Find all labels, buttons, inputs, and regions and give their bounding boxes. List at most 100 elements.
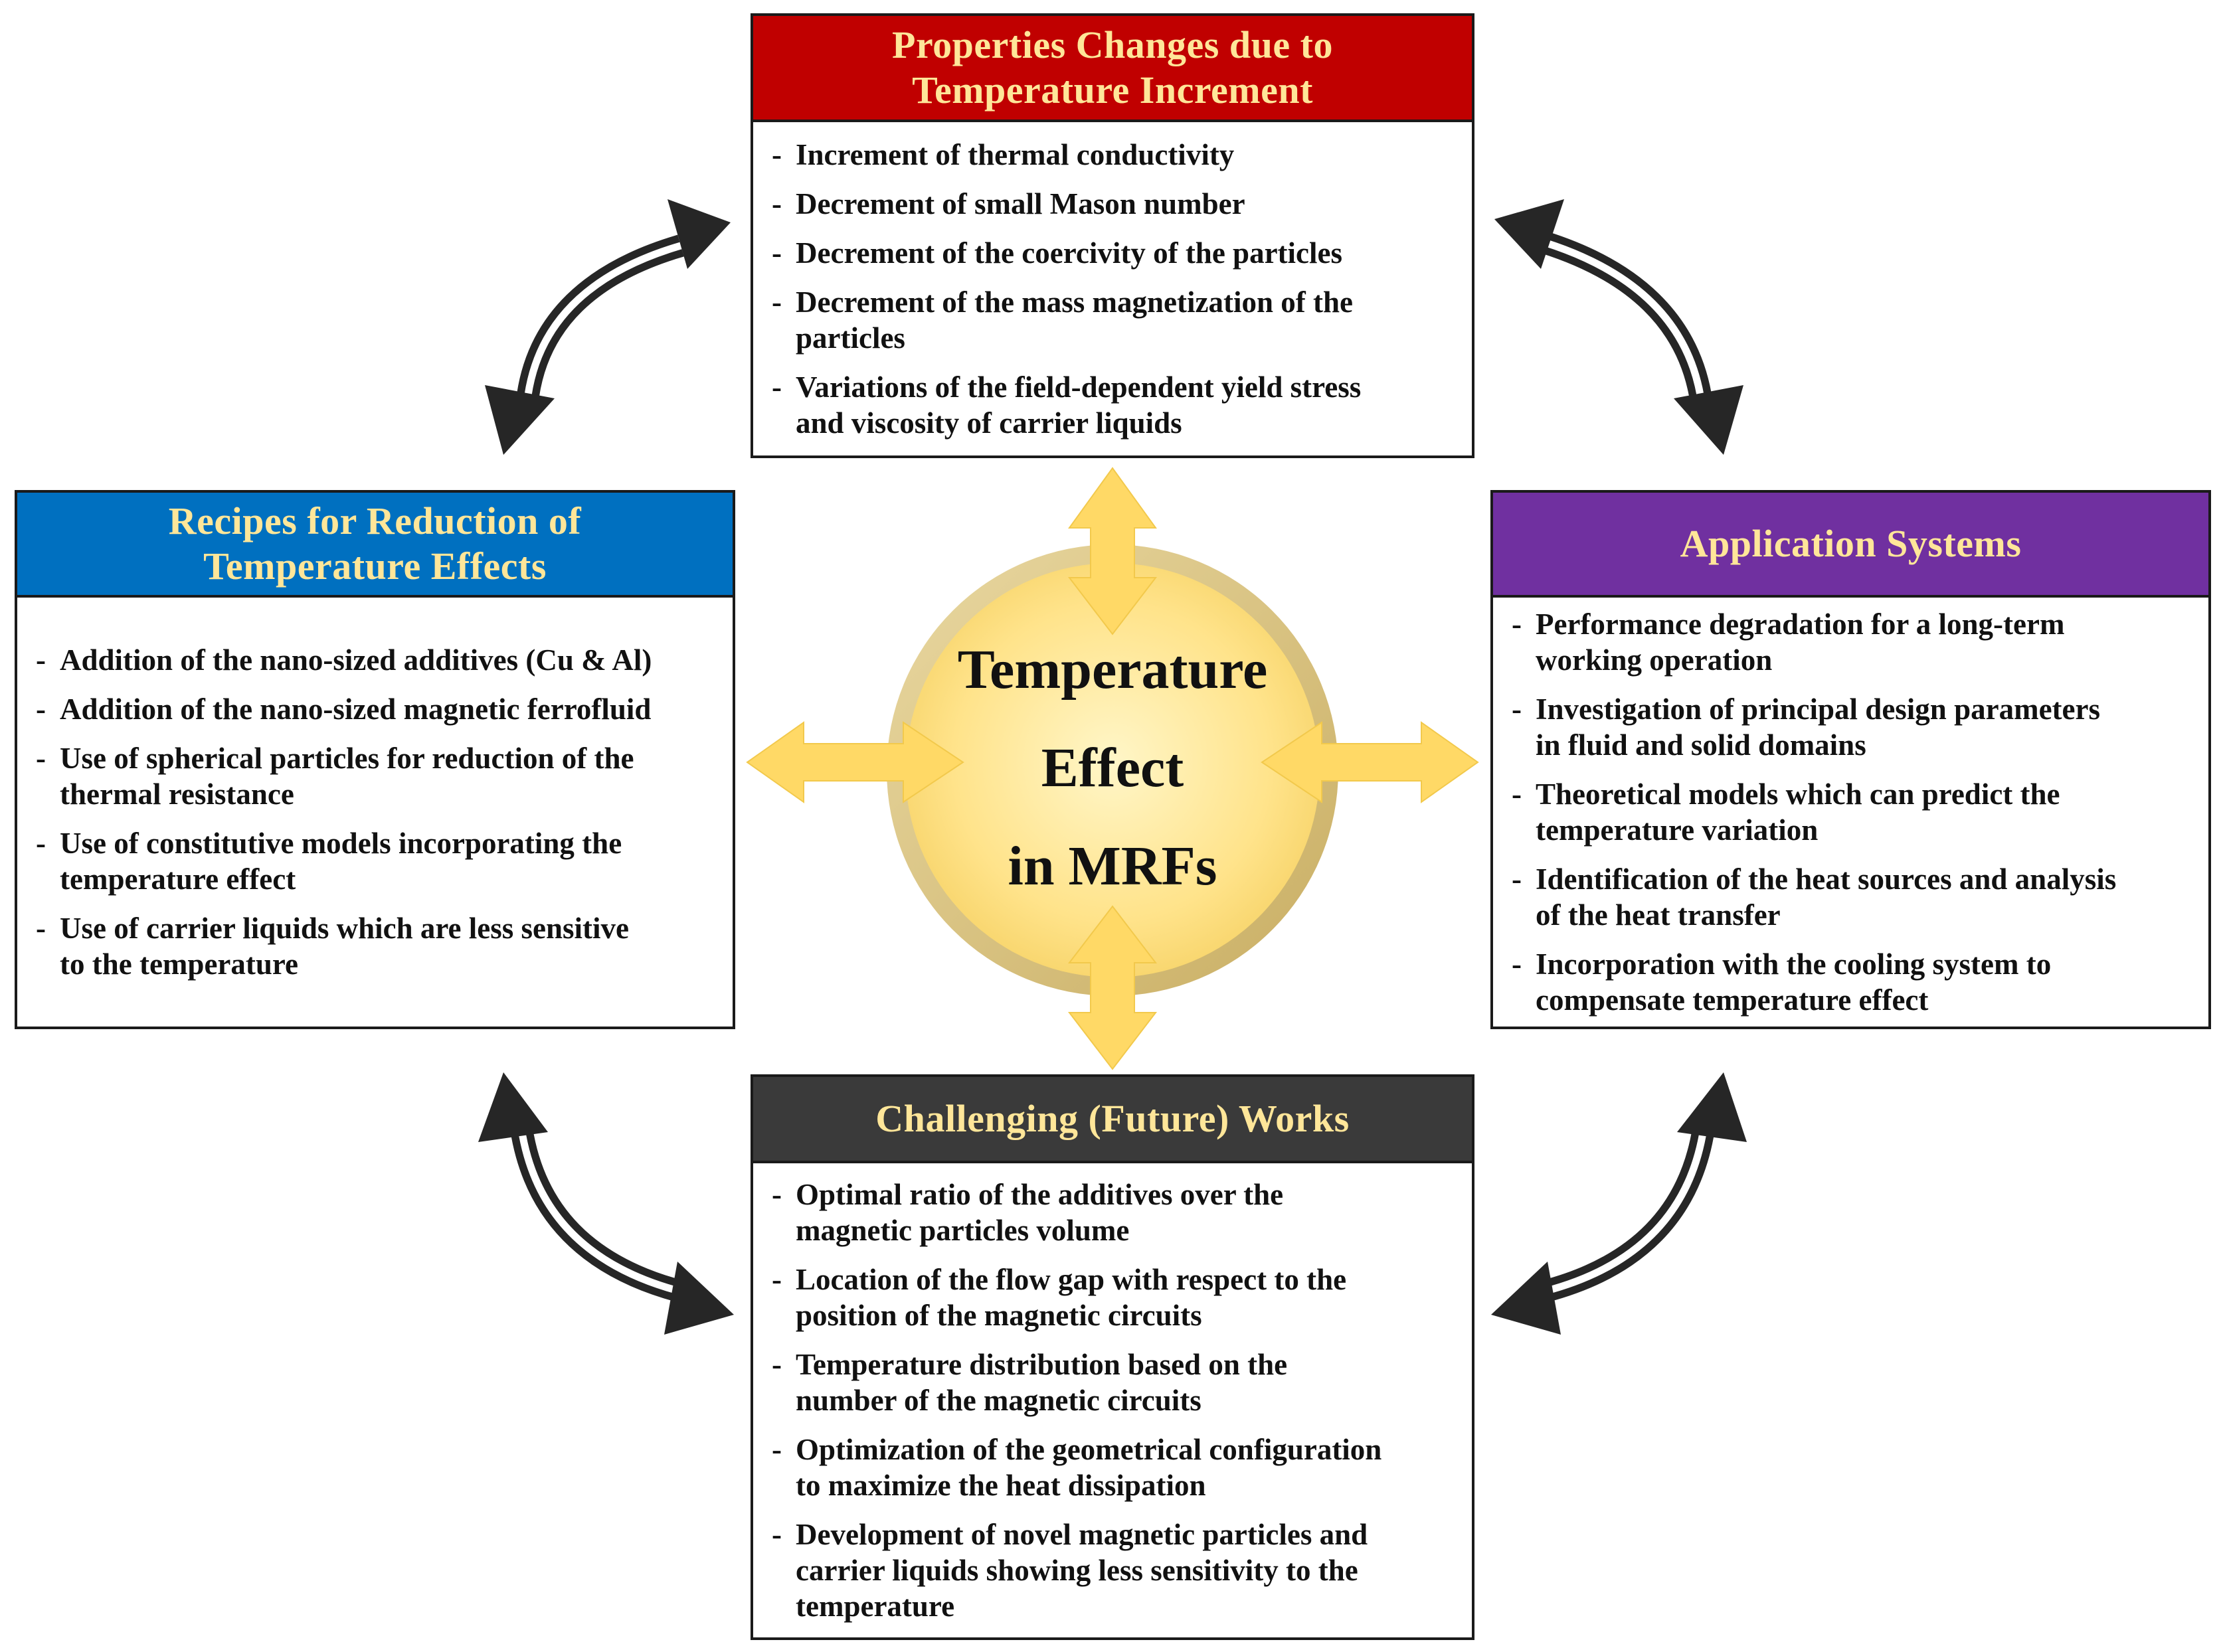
list-item: -Decrement of the coercivity of the part… xyxy=(753,235,1472,271)
bullet-dash-icon: - xyxy=(772,1518,782,1551)
yellow-arrow-horizontal-left-icon xyxy=(746,721,964,803)
panel-title-line: Temperature Effects xyxy=(203,544,547,588)
list-item-line: Use of constitutive models incorporating… xyxy=(60,827,622,860)
recipes-list: -Addition of the nano-sized additives (C… xyxy=(17,598,733,1027)
yellow-arrow-horizontal-right-icon xyxy=(1261,721,1479,803)
list-item-line: Location of the flow gap with respect to… xyxy=(796,1263,1347,1296)
list-item: -Theoretical models which can predict th… xyxy=(1493,776,2208,848)
list-item: -Use of carrier liquids which are less s… xyxy=(17,910,733,982)
list-item: -Investigation of principal design param… xyxy=(1493,691,2208,763)
list-item: -Addition of the nano-sized magnetic fer… xyxy=(17,691,733,727)
panel-title-line: Application Systems xyxy=(1680,522,2022,565)
list-item: -Increment of thermal conductivity xyxy=(753,137,1472,173)
recipes-panel-header: Recipes for Reduction of Temperature Eff… xyxy=(17,493,733,598)
bullet-dash-icon: - xyxy=(772,1178,782,1211)
list-item: -Location of the flow gap with respect t… xyxy=(753,1262,1472,1333)
list-item: -Addition of the nano-sized additives (C… xyxy=(17,642,733,678)
bullet-dash-icon: - xyxy=(1512,608,1522,641)
list-item-line: magnetic particles volume xyxy=(796,1214,1130,1247)
panel-title-line: Challenging (Future) Works xyxy=(875,1097,1350,1140)
curved-arrow-bottom-right-icon xyxy=(1491,1072,1747,1335)
bullet-dash-icon: - xyxy=(772,1263,782,1296)
center-circle xyxy=(905,563,1320,977)
list-item: -Incorporation with the cooling system t… xyxy=(1493,946,2208,1018)
list-item-line: Addition of the nano-sized additives (Cu… xyxy=(60,643,652,677)
list-item-line: in fluid and solid domains xyxy=(1536,728,1866,762)
challenges-list: -Optimal ratio of the additives over the… xyxy=(753,1163,1472,1637)
list-item-line: working operation xyxy=(1536,643,1773,677)
list-item-line: Development of novel magnetic particles … xyxy=(796,1518,1368,1551)
bullet-dash-icon: - xyxy=(772,138,782,171)
list-item-line: carrier liquids showing less sensitivity… xyxy=(796,1554,1358,1587)
list-item: -Decrement of the mass magnetization of … xyxy=(753,284,1472,356)
panel-title-line: Properties Changes due to xyxy=(892,23,1333,66)
curved-arrow-bottom-left-icon xyxy=(478,1072,734,1335)
list-item-line: Addition of the nano-sized magnetic ferr… xyxy=(60,693,652,726)
list-item: -Identification of the heat sources and … xyxy=(1493,861,2208,933)
list-item-line: number of the magnetic circuits xyxy=(796,1384,1202,1417)
list-item: -Decrement of small Mason number xyxy=(753,186,1472,222)
list-item-line: Investigation of principal design parame… xyxy=(1536,693,2100,726)
bullet-dash-icon: - xyxy=(36,693,46,726)
list-item: -Optimization of the geometrical configu… xyxy=(753,1432,1472,1503)
bullet-dash-icon: - xyxy=(772,286,782,319)
list-item-line: Incorporation with the cooling system to xyxy=(1536,948,2052,981)
list-item-line: Theoretical models which can predict the xyxy=(1536,778,2060,811)
properties-panel: Properties Changes due to Temperature In… xyxy=(751,13,1474,458)
list-item-line: Increment of thermal conductivity xyxy=(796,138,1235,171)
list-item-line: Optimization of the geometrical configur… xyxy=(796,1433,1382,1466)
list-item: -Variations of the field-dependent yield… xyxy=(753,369,1472,441)
list-item-line: temperature effect xyxy=(60,863,296,896)
bullet-dash-icon: - xyxy=(772,1433,782,1466)
list-item-line: Variations of the field-dependent yield … xyxy=(796,371,1362,404)
list-item: -Development of novel magnetic particles… xyxy=(753,1517,1472,1624)
bullet-dash-icon: - xyxy=(1512,863,1522,896)
challenges-panel-header: Challenging (Future) Works xyxy=(753,1077,1472,1163)
list-item-line: and viscosity of carrier liquids xyxy=(796,406,1182,440)
list-item-line: position of the magnetic circuits xyxy=(796,1299,1202,1332)
bullet-dash-icon: - xyxy=(36,742,46,775)
list-item-line: Performance degradation for a long-term xyxy=(1536,608,2065,641)
list-item-line: Use of carrier liquids which are less se… xyxy=(60,912,630,945)
list-item-line: Decrement of the coercivity of the parti… xyxy=(796,236,1343,270)
yellow-arrow-vertical-bottom-icon xyxy=(1067,905,1158,1070)
list-item-line: Decrement of small Mason number xyxy=(796,187,1245,220)
bullet-dash-icon: - xyxy=(772,1348,782,1381)
list-item: -Use of constitutive models incorporatin… xyxy=(17,825,733,897)
bullet-dash-icon: - xyxy=(1512,948,1522,981)
list-item-line: temperature variation xyxy=(1536,813,1819,847)
bullet-dash-icon: - xyxy=(36,827,46,860)
list-item: -Use of spherical particles for reductio… xyxy=(17,740,733,812)
list-item-line: temperature xyxy=(796,1590,955,1623)
list-item: -Optimal ratio of the additives over the… xyxy=(753,1177,1472,1248)
bullet-dash-icon: - xyxy=(36,643,46,677)
list-item-line: Decrement of the mass magnetization of t… xyxy=(796,286,1353,319)
bullet-dash-icon: - xyxy=(36,912,46,945)
applications-panel: Application Systems -Performance degrada… xyxy=(1490,490,2211,1029)
list-item: -Performance degradation for a long-term… xyxy=(1493,606,2208,678)
challenges-panel: Challenging (Future) Works -Optimal rati… xyxy=(751,1074,1474,1640)
list-item-line: Temperature distribution based on the xyxy=(796,1348,1288,1381)
list-item-line: to maximize the heat dissipation xyxy=(796,1469,1206,1502)
panel-title-line: Recipes for Reduction of xyxy=(168,499,582,542)
center-title-line: in MRFs xyxy=(1008,835,1217,897)
recipes-panel: Recipes for Reduction of Temperature Eff… xyxy=(15,490,735,1029)
bullet-dash-icon: - xyxy=(1512,693,1522,726)
bullet-dash-icon: - xyxy=(772,187,782,220)
list-item-line: compensate temperature effect xyxy=(1536,983,1929,1017)
list-item-line: Identification of the heat sources and a… xyxy=(1536,863,2117,896)
properties-panel-header: Properties Changes due to Temperature In… xyxy=(753,16,1472,122)
list-item-line: to the temperature xyxy=(60,948,299,981)
bullet-dash-icon: - xyxy=(772,236,782,270)
bullet-dash-icon: - xyxy=(772,371,782,404)
bullet-dash-icon: - xyxy=(1512,778,1522,811)
list-item-line: of the heat transfer xyxy=(1536,898,1781,932)
properties-list: -Increment of thermal conductivity-Decre… xyxy=(753,122,1472,455)
center-title: Temperature Effect in MRFs xyxy=(883,621,1342,916)
center-title-line: Effect xyxy=(1041,737,1184,799)
list-item-line: thermal resistance xyxy=(60,778,294,811)
applications-panel-header: Application Systems xyxy=(1493,493,2208,598)
list-item-line: Use of spherical particles for reduction… xyxy=(60,742,634,775)
